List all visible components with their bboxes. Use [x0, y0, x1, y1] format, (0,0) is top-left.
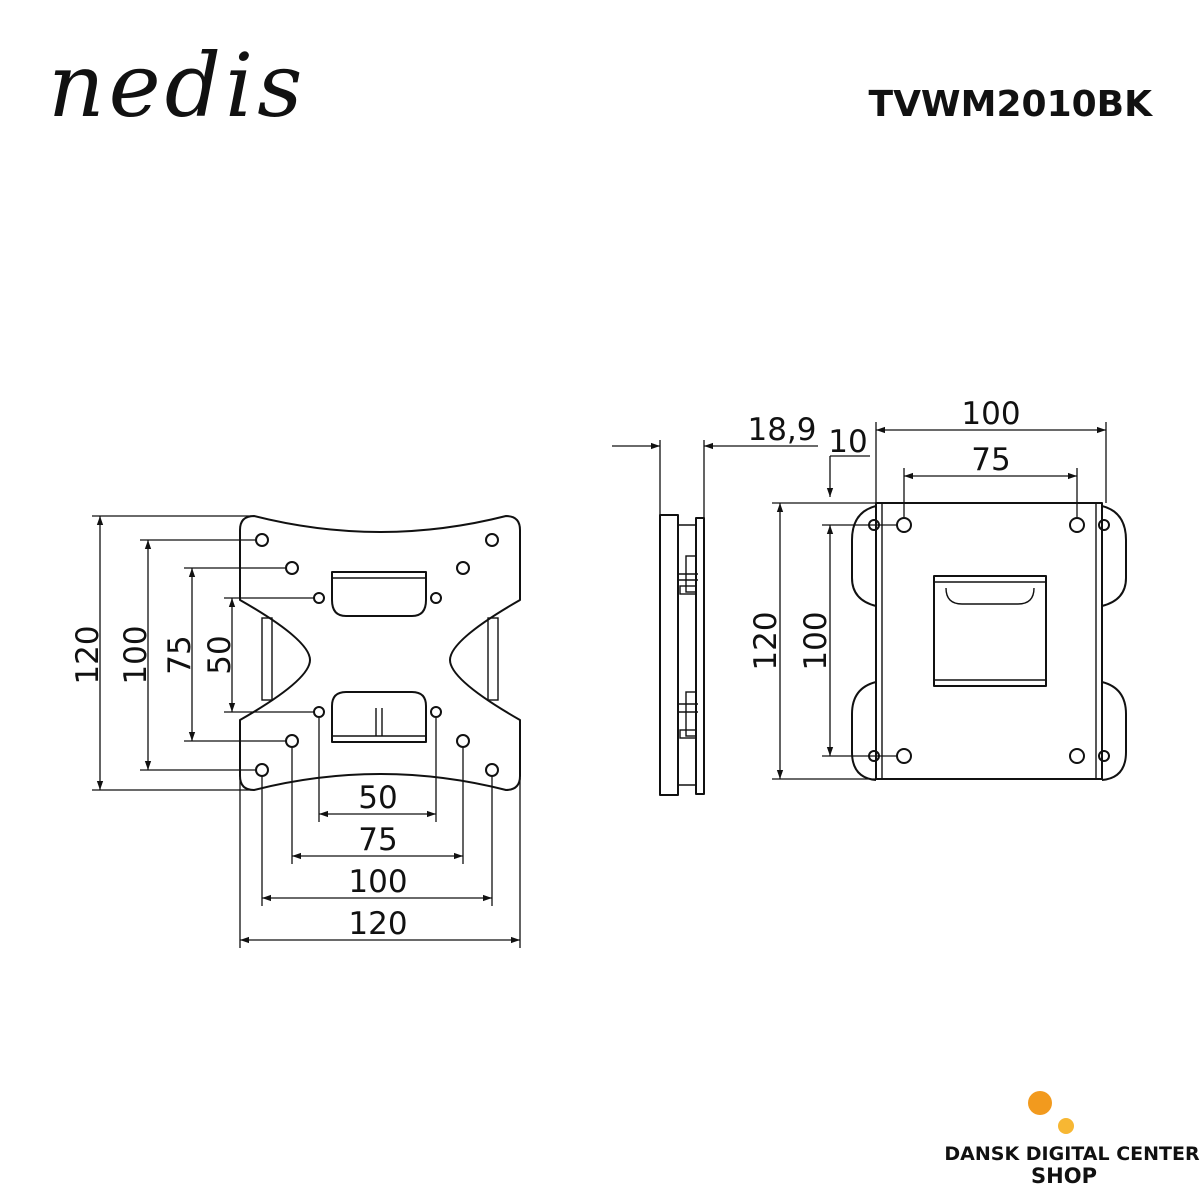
rear-plate — [875, 502, 1103, 780]
rear-wing-left — [851, 505, 877, 607]
rear-dim-offset: 10 — [828, 424, 867, 460]
rear-mounting-holes — [868, 517, 1110, 764]
front-view: 120 100 75 50 50 75 100 120 — [70, 515, 521, 948]
shop-subtitle: SHOP — [1031, 1164, 1097, 1188]
front-bracket-top — [331, 571, 427, 617]
rear-center-bracket — [933, 575, 1047, 687]
side-view: 18,9 — [612, 412, 818, 796]
shop-logo: DANSK DIGITAL CENTER SHOP — [944, 1091, 1200, 1188]
front-dim-height-100: 100 — [118, 625, 154, 684]
side-wall-plate — [659, 514, 679, 796]
front-mounting-holes — [255, 533, 499, 777]
front-rail-left — [261, 617, 273, 701]
front-dim-width-75: 75 — [358, 822, 397, 858]
front-dim-height-120: 120 — [70, 625, 106, 684]
rear-wing-right — [1101, 505, 1127, 607]
side-tv-plate — [695, 517, 705, 795]
front-rail-right — [487, 617, 499, 701]
front-dim-width-120: 120 — [348, 906, 407, 942]
shop-logo-dot-large — [1028, 1091, 1052, 1115]
model-number: TVWM2010BK — [869, 84, 1154, 125]
front-dim-height-75: 75 — [162, 635, 198, 674]
side-hinge-top — [678, 555, 698, 595]
rear-dim-width-100: 100 — [961, 396, 1020, 432]
front-bracket-bottom — [331, 691, 427, 743]
side-hinge-bottom — [678, 691, 698, 739]
rear-dim-height-100: 100 — [798, 611, 834, 670]
rear-wing-right-lower — [1101, 681, 1127, 781]
shop-name: DANSK DIGITAL CENTER — [944, 1143, 1200, 1165]
shop-logo-dot-small — [1058, 1118, 1074, 1134]
rear-wing-left-lower — [851, 681, 877, 781]
side-dim-depth: 18,9 — [747, 412, 816, 448]
rear-view: 100 75 10 120 100 — [748, 396, 1127, 781]
rear-dim-width-75: 75 — [971, 442, 1010, 478]
front-dim-width-100: 100 — [348, 864, 407, 900]
brand-logo: nedis — [48, 34, 306, 137]
front-dim-height-50: 50 — [202, 635, 238, 674]
front-plate-outline — [239, 515, 521, 791]
rear-dim-height-120: 120 — [748, 611, 784, 670]
front-dim-width-50: 50 — [358, 780, 397, 816]
